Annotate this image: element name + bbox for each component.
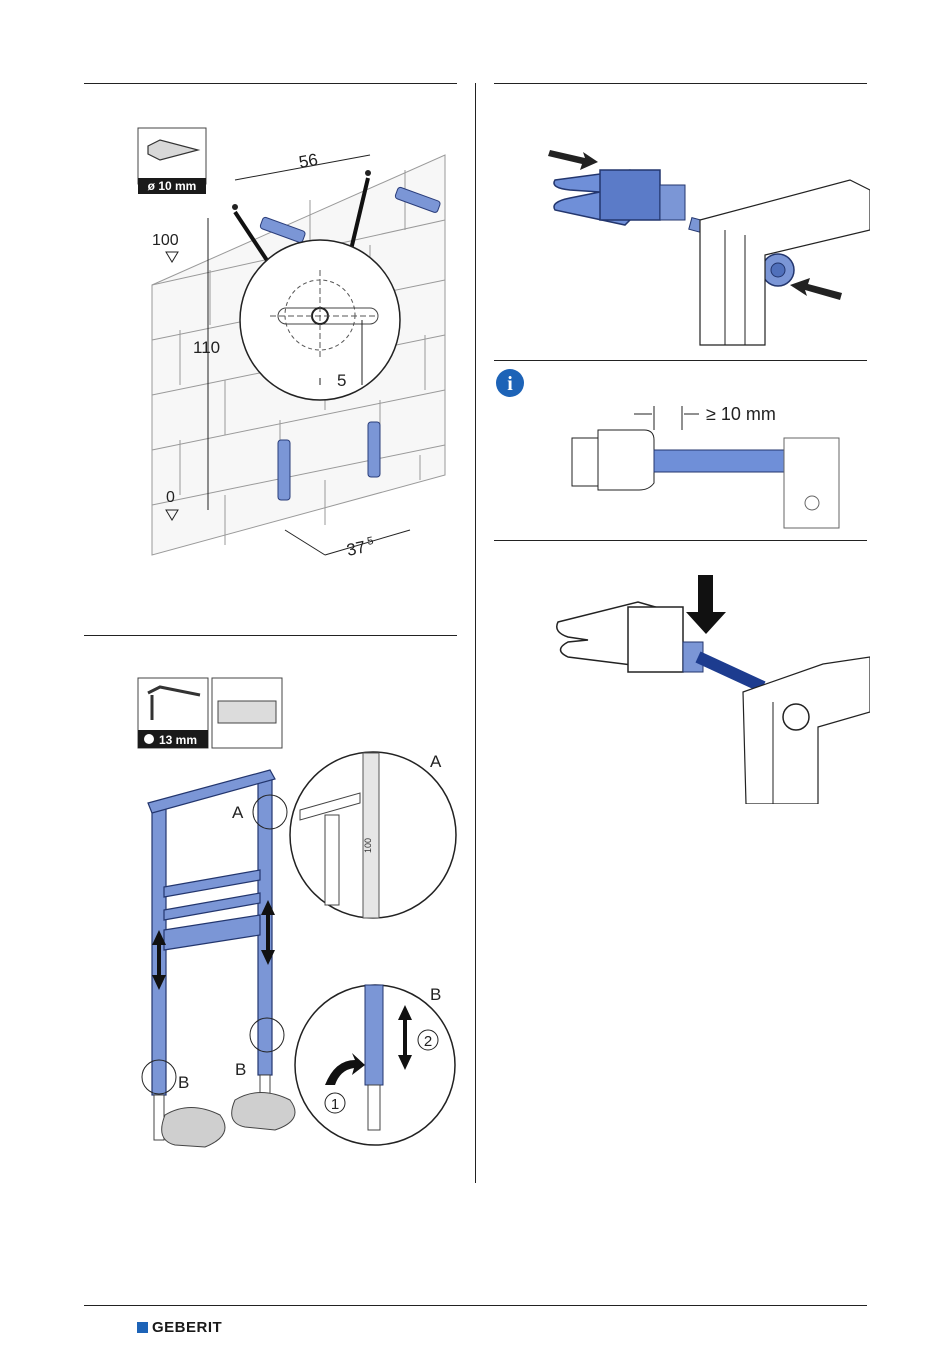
brand-logo: GEBERIT <box>137 1319 222 1336</box>
callout-b-right: B <box>235 1060 246 1079</box>
clamp-illustration <box>548 572 870 804</box>
height-100: 100 <box>152 232 179 249</box>
wrench-size-label: 13 mm <box>159 733 197 747</box>
rule-top-right <box>494 83 867 84</box>
rule-info-top <box>494 360 867 361</box>
height-0: 0 <box>166 489 175 506</box>
rule-footer <box>84 1305 867 1306</box>
ruler-label: 100 <box>363 838 373 853</box>
dim-bottom-37: 37 <box>345 537 367 560</box>
callout-a-detail: A <box>430 752 442 771</box>
callout-b-detail: B <box>430 985 441 1004</box>
drill-size-label: ø 10 mm <box>148 179 197 193</box>
info-box: i ≥ 10 mm <box>494 368 867 533</box>
rule-top-left <box>84 83 457 84</box>
callout-a-small: A <box>232 803 244 822</box>
callout-b-left: B <box>178 1073 189 1092</box>
min-thread-label: ≥ 10 mm <box>706 404 776 424</box>
dim-detail-5: 5 <box>337 371 346 390</box>
dim-top-56: 56 <box>297 150 319 172</box>
rule-info-bottom <box>494 540 867 541</box>
rule-mid-left <box>84 635 457 636</box>
height-110: 110 <box>193 338 220 357</box>
frame-illustration: 13 mm A B B 100 A <box>130 675 460 1155</box>
bracket-illustration <box>540 130 870 350</box>
brand-square-icon <box>137 1322 148 1333</box>
step-1: 1 <box>331 1096 339 1113</box>
column-divider <box>475 83 476 1183</box>
step-2: 2 <box>424 1033 432 1050</box>
drill-illustration: ø 10 mm 56 100 110 0 5 37 5 <box>130 120 460 570</box>
brand-name: GEBERIT <box>152 1319 222 1336</box>
dim-bottom-sup-5: 5 <box>366 535 374 548</box>
info-icon: i <box>507 373 513 395</box>
